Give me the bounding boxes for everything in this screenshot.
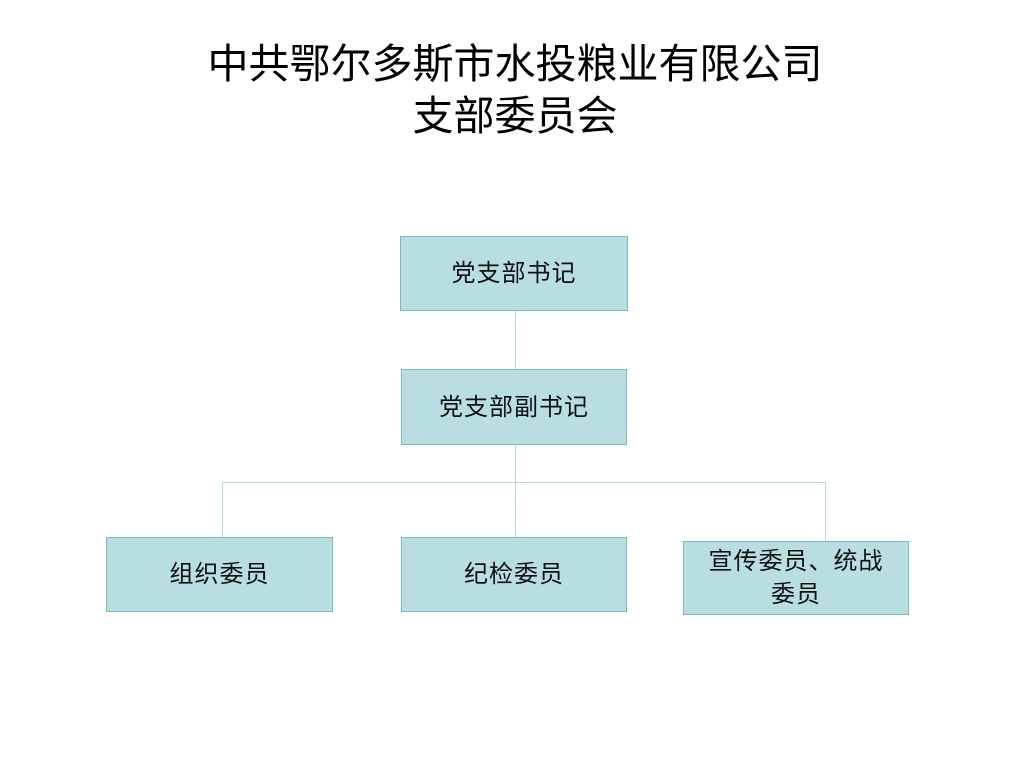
- org-node-organization-member[interactable]: 组织委员: [106, 537, 333, 612]
- org-node-label: 宣传委员、统战 委员: [708, 547, 884, 608]
- org-node-label: 组织委员: [169, 560, 270, 588]
- org-node-party-branch-deputy-secretary[interactable]: 党支部副书记: [401, 369, 627, 445]
- org-node-discipline-inspection-member[interactable]: 纪检委员: [401, 537, 627, 612]
- connector-horizontal-bus: [222, 482, 826, 483]
- org-node-label: 纪检委员: [464, 560, 564, 588]
- page-title: 中共鄂尔多斯市水投粮业有限公司 支部委员会: [207, 40, 823, 140]
- connector-secretary-to-deputy: [515, 311, 516, 369]
- connector-drop-organization-member: [222, 482, 223, 537]
- org-node-label: 党支部副书记: [439, 392, 589, 421]
- connector-drop-propaganda-member: [825, 482, 826, 541]
- connector-deputy-trunk: [515, 445, 516, 537]
- org-node-propaganda-united-front-member[interactable]: 宣传委员、统战 委员: [683, 541, 909, 615]
- org-node-party-branch-secretary[interactable]: 党支部书记: [400, 236, 628, 311]
- org-node-label: 党支部书记: [451, 259, 577, 287]
